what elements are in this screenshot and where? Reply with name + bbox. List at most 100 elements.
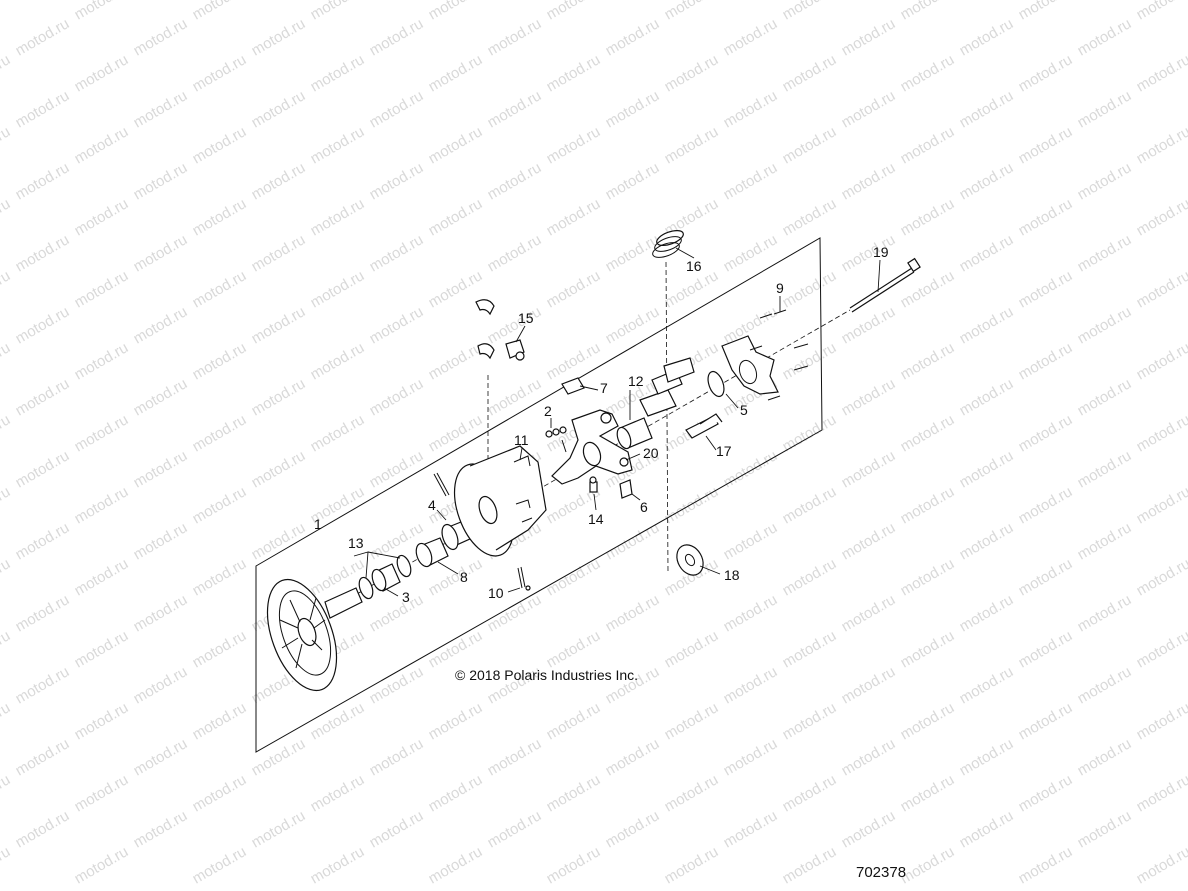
watermark-text: motod.ru bbox=[426, 699, 486, 743]
watermark-text: motod.ru bbox=[72, 555, 132, 599]
watermark-text: motod.ru bbox=[839, 159, 899, 203]
watermark-text: motod.ru bbox=[721, 735, 781, 779]
callout-8: 8 bbox=[460, 569, 468, 585]
watermark-text: motod.ru bbox=[957, 375, 1017, 419]
watermark-text: motod.ru bbox=[662, 627, 722, 671]
watermark-text: motod.ru bbox=[544, 555, 604, 599]
watermark-text: motod.ru bbox=[485, 231, 545, 275]
watermark-text: motod.ru bbox=[839, 15, 899, 59]
watermark-text: motod.ru bbox=[1016, 51, 1076, 95]
watermark-text: motod.ru bbox=[957, 159, 1017, 203]
watermark-text: motod.ru bbox=[662, 771, 722, 815]
watermark-text: motod.ru bbox=[72, 195, 132, 239]
part-long-bolt bbox=[849, 257, 921, 313]
watermark-text: motod.ru bbox=[1134, 771, 1188, 815]
watermark-text: motod.ru bbox=[780, 51, 840, 95]
watermark-text: motod.ru bbox=[839, 519, 899, 563]
watermark-text: motod.ru bbox=[0, 771, 13, 815]
part-spider-arm bbox=[551, 409, 633, 485]
watermark-text: motod.ru bbox=[1134, 627, 1188, 671]
reference-number: 702378 bbox=[856, 864, 906, 881]
watermark-text: motod.ru bbox=[13, 15, 73, 59]
watermark-text: motod.ru bbox=[308, 771, 368, 815]
watermark-text: motod.ru bbox=[1075, 159, 1135, 203]
watermark-text: motod.ru bbox=[190, 555, 250, 599]
watermark-text: motod.ru bbox=[13, 591, 73, 635]
watermark-text: motod.ru bbox=[957, 519, 1017, 563]
watermark-text: motod.ru bbox=[898, 123, 958, 167]
watermark-text: motod.ru bbox=[485, 735, 545, 779]
watermark-text: motod.ru bbox=[0, 267, 13, 311]
watermark-text: motod.ru bbox=[1075, 519, 1135, 563]
watermark-text: motod.ru bbox=[544, 627, 604, 671]
watermark-text: motod.ru bbox=[603, 735, 663, 779]
watermark-text: motod.ru bbox=[780, 123, 840, 167]
watermark-text: motod.ru bbox=[190, 699, 250, 743]
watermark-text: motod.ru bbox=[485, 159, 545, 203]
watermark-text: motod.ru bbox=[72, 699, 132, 743]
watermark-text: motod.ru bbox=[1075, 735, 1135, 779]
watermark-text: motod.ru bbox=[367, 735, 427, 779]
watermark-text: motod.ru bbox=[662, 51, 722, 95]
watermark-text: motod.ru bbox=[131, 591, 191, 635]
watermark-text: motod.ru bbox=[131, 87, 191, 131]
watermark-text: motod.ru bbox=[308, 0, 368, 23]
watermark-text: motod.ru bbox=[662, 0, 722, 23]
watermark-text: motod.ru bbox=[1016, 123, 1076, 167]
watermark-text: motod.ru bbox=[1134, 123, 1188, 167]
watermark-text: motod.ru bbox=[308, 51, 368, 95]
watermark-text: motod.ru bbox=[0, 699, 13, 743]
watermark-text: motod.ru bbox=[1075, 591, 1135, 635]
watermark-text: motod.ru bbox=[544, 195, 604, 239]
callout-10: 10 bbox=[488, 585, 504, 601]
watermark-text: motod.ru bbox=[1075, 447, 1135, 491]
watermark-text: motod.ru bbox=[1134, 699, 1188, 743]
watermark-text: motod.ru bbox=[1016, 267, 1076, 311]
watermark-text: motod.ru bbox=[426, 51, 486, 95]
watermark-text: motod.ru bbox=[72, 0, 132, 23]
watermark-text: motod.ru bbox=[13, 447, 73, 491]
watermark-text: motod.ru bbox=[957, 87, 1017, 131]
part-weight bbox=[561, 377, 585, 395]
watermark-text: motod.ru bbox=[13, 375, 73, 419]
watermark-text: motod.ru bbox=[249, 807, 309, 851]
watermark-text: motod.ru bbox=[721, 15, 781, 59]
watermark-text: motod.ru bbox=[662, 483, 722, 527]
watermark-text: motod.ru bbox=[131, 15, 191, 59]
watermark-text: motod.ru bbox=[190, 0, 250, 23]
watermark-text: motod.ru bbox=[1075, 807, 1135, 851]
watermark-text: motod.ru bbox=[603, 87, 663, 131]
watermark-text: motod.ru bbox=[898, 771, 958, 815]
callout-16: 16 bbox=[686, 258, 702, 274]
watermark-text: motod.ru bbox=[544, 771, 604, 815]
callout-2: 2 bbox=[544, 403, 552, 419]
watermark-text: motod.ru bbox=[485, 375, 545, 419]
watermark-text: motod.ru bbox=[485, 303, 545, 347]
watermark-text: motod.ru bbox=[190, 195, 250, 239]
watermark-text: motod.ru bbox=[957, 663, 1017, 707]
watermark-text: motod.ru bbox=[367, 231, 427, 275]
watermark-text: motod.ru bbox=[0, 123, 13, 167]
part-sheave-disc bbox=[266, 578, 363, 692]
watermark-text: motod.ru bbox=[662, 843, 722, 887]
watermark-text: motod.ru bbox=[839, 591, 899, 635]
watermark-text: motod.ru bbox=[190, 411, 250, 455]
watermark-text: motod.ru bbox=[957, 447, 1017, 491]
watermark-text: motod.ru bbox=[72, 843, 132, 887]
watermark-text: motod.ru bbox=[839, 735, 899, 779]
watermark-text: motod.ru bbox=[898, 699, 958, 743]
watermark-text: motod.ru bbox=[13, 159, 73, 203]
watermark-text: motod.ru bbox=[839, 231, 899, 275]
watermark-text: motod.ru bbox=[544, 0, 604, 23]
watermark-text: motod.ru bbox=[1075, 303, 1135, 347]
callout-19: 19 bbox=[873, 244, 889, 260]
watermark-text: motod.ru bbox=[603, 303, 663, 347]
watermark-text: motod.ru bbox=[1134, 51, 1188, 95]
watermark-text: motod.ru bbox=[839, 303, 899, 347]
watermark-text: motod.ru bbox=[898, 267, 958, 311]
watermark-text: motod.ru bbox=[72, 771, 132, 815]
part-roller-shoes bbox=[475, 299, 525, 361]
watermark-text: motod.ru bbox=[0, 339, 13, 383]
watermark-text: motod.ru bbox=[190, 123, 250, 167]
